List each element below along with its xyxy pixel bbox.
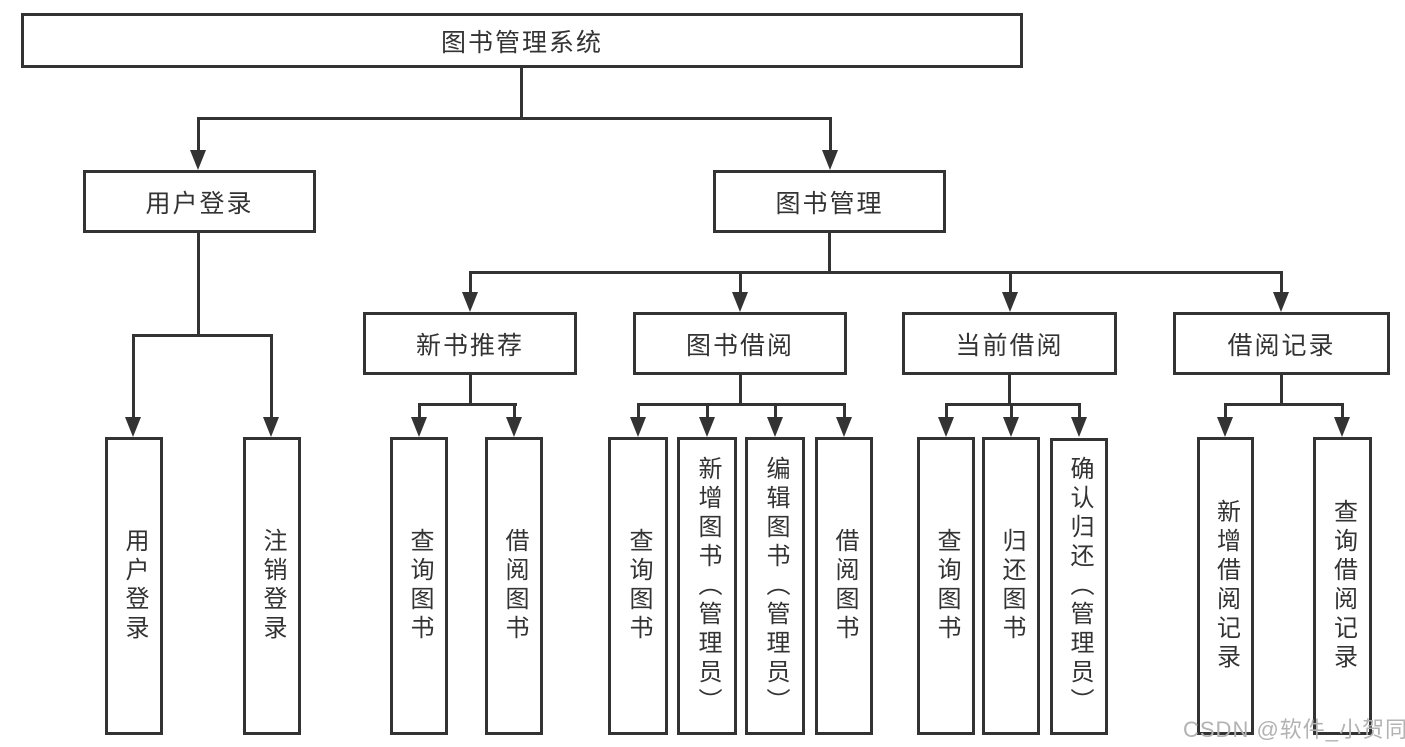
arrow-down-icon: [190, 150, 206, 170]
arrow-down-icon: [1334, 417, 1350, 437]
connector-line: [469, 271, 1283, 274]
csdn-watermark: CSDN @软件_小贺同学: [1183, 717, 1405, 742]
connector-line: [843, 403, 846, 419]
connector-line: [270, 334, 273, 419]
connector-line: [945, 403, 1081, 406]
leaf-recommend-borrow-books: 借阅图书: [485, 437, 543, 735]
arrow-down-icon: [1003, 417, 1019, 437]
connector-line: [197, 117, 832, 120]
connector-line: [706, 403, 709, 419]
arrow-down-icon: [836, 417, 852, 437]
leaf-current-query-books: 查询图书: [917, 437, 975, 735]
connector-line: [1224, 403, 1344, 406]
connector-line: [197, 233, 200, 337]
arrow-down-icon: [506, 417, 522, 437]
leaf-records-add-record: 新增借阅记录: [1197, 437, 1254, 735]
connector-line: [945, 403, 948, 419]
connector-line: [1224, 403, 1227, 419]
connector-line: [739, 375, 742, 406]
leaf-recommend-query-books: 查询图书: [390, 437, 448, 735]
connector-line: [418, 403, 517, 406]
leaf-logout: 注销登录: [243, 437, 301, 735]
arrow-down-icon: [1071, 417, 1087, 437]
node-library-system: 图书管理系统: [21, 13, 1023, 68]
connector-line: [520, 68, 523, 120]
arrow-down-icon: [732, 292, 748, 312]
arrow-down-icon: [1217, 417, 1233, 437]
leaf-user-login: 用户登录: [105, 437, 163, 735]
connector-line: [774, 403, 777, 419]
connector-line: [1280, 271, 1283, 294]
connector-line: [1008, 375, 1011, 406]
connector-line: [513, 403, 516, 419]
arrow-down-icon: [630, 417, 646, 437]
connector-line: [1280, 375, 1283, 406]
node-current-borrowing: 当前借阅: [902, 312, 1117, 375]
connector-line: [1078, 403, 1081, 419]
connector-line: [469, 375, 472, 406]
arrow-down-icon: [125, 417, 141, 437]
connector-line: [637, 403, 640, 419]
arrow-down-icon: [1273, 292, 1289, 312]
connector-line: [132, 334, 273, 337]
leaf-borrow-edit-books-admin: 编辑图书（管理员）: [745, 437, 805, 735]
arrow-down-icon: [1002, 292, 1018, 312]
arrow-down-icon: [767, 417, 783, 437]
connector-line: [1009, 271, 1012, 294]
connector-line: [637, 403, 846, 406]
node-book-management: 图书管理: [713, 170, 946, 233]
connector-line: [739, 271, 742, 294]
connector-line: [829, 117, 832, 152]
connector-line: [828, 233, 831, 274]
connector-line: [418, 403, 421, 419]
arrow-down-icon: [699, 417, 715, 437]
connector-line: [1341, 403, 1344, 419]
connector-line: [469, 271, 472, 294]
node-book-borrowing: 图书借阅: [633, 312, 847, 375]
leaf-current-confirm-return-admin: 确认归还（管理员）: [1050, 438, 1108, 735]
leaf-records-query-record: 查询借阅记录: [1313, 437, 1372, 735]
node-borrowing-records: 借阅记录: [1173, 312, 1390, 375]
node-user-login: 用户登录: [83, 170, 316, 233]
arrow-down-icon: [263, 417, 279, 437]
leaf-borrow-borrow-books: 借阅图书: [815, 437, 873, 735]
arrow-down-icon: [411, 417, 427, 437]
arrow-down-icon: [462, 292, 478, 312]
connector-line: [1010, 403, 1013, 419]
leaf-current-return-books: 归还图书: [982, 437, 1040, 735]
leaf-borrow-query-books: 查询图书: [608, 437, 668, 735]
arrow-down-icon: [822, 150, 838, 170]
connector-line: [132, 334, 135, 419]
arrow-down-icon: [938, 417, 954, 437]
leaf-borrow-add-books-admin: 新增图书（管理员）: [677, 437, 737, 735]
connector-line: [197, 117, 200, 152]
node-new-book-recommend: 新书推荐: [363, 312, 577, 375]
